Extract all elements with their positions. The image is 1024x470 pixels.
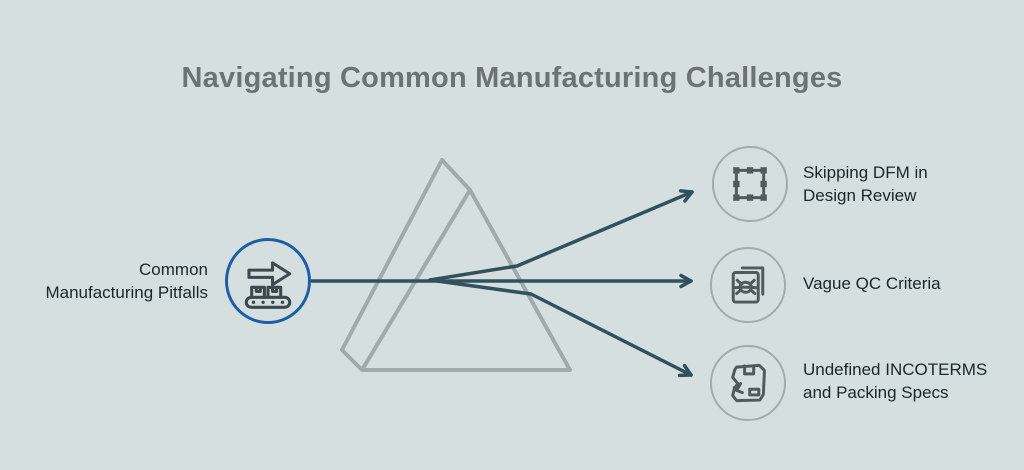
source-label-line1: Common (139, 260, 208, 279)
dispersed-rays (310, 189, 694, 378)
target-label-incoterms-line1: Undefined INCOTERMS (803, 360, 988, 379)
target-label-dfm: Skipping DFM in Design Review (803, 161, 928, 207)
target-node-circle-incoterms (710, 345, 786, 421)
conveyor-belt-arrow-icon (244, 261, 292, 309)
target-label-dfm-line2: Design Review (803, 186, 917, 205)
source-label: Common Manufacturing Pitfalls (45, 258, 208, 304)
damaged-package-icon (731, 363, 766, 403)
target-node-circle-dfm (712, 146, 788, 222)
target-label-dfm-line1: Skipping DFM in (803, 163, 928, 182)
ray-bottom (428, 278, 693, 378)
bug-inspection-icon (731, 266, 765, 304)
prism-outline (340, 158, 572, 372)
target-label-qc: Vague QC Criteria (803, 272, 941, 295)
target-node-circle-qc (710, 247, 786, 323)
target-label-qc-line1: Vague QC Criteria (803, 274, 941, 293)
ray-top (428, 189, 694, 282)
source-node-circle (225, 238, 311, 324)
page-title: Navigating Common Manufacturing Challeng… (181, 62, 843, 94)
source-label-line2: Manufacturing Pitfalls (45, 283, 208, 302)
target-label-incoterms-line2: and Packing Specs (803, 383, 949, 402)
target-label-incoterms: Undefined INCOTERMS and Packing Specs (803, 358, 987, 404)
artboard-handles-icon (733, 167, 767, 201)
